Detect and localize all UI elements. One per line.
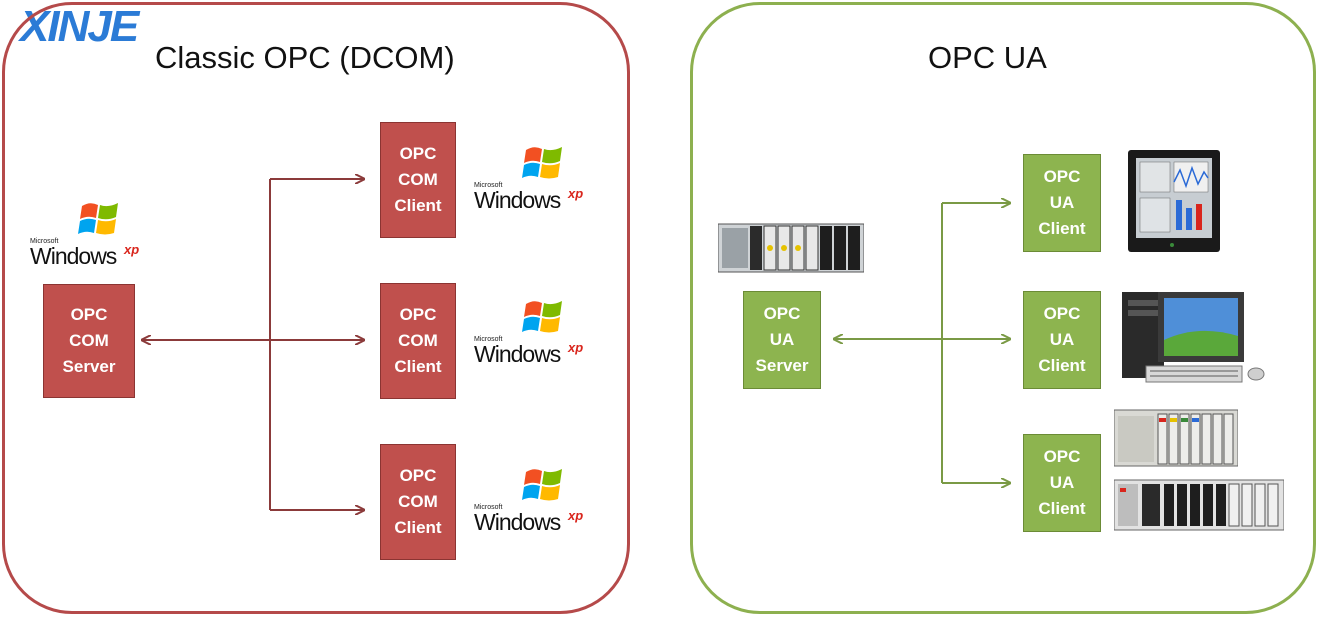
ua-server-line-3: Server [755,356,809,375]
plc-rack-icon [1114,479,1284,531]
ua-client1-line-3: Client [1038,219,1086,238]
client2-line-3: Client [394,357,442,376]
server-line-3: Server [62,357,116,376]
ua-client2-line-3: Client [1038,356,1086,375]
opc-ua-client-box-1: OPC UA Client [1023,154,1101,252]
ua-client3-line-1: OPC [1043,447,1081,466]
client3-line-1: OPC [399,466,437,485]
opc-com-client-box-2: OPC COM Client [380,283,456,399]
ua-client2-line-2: UA [1049,330,1075,349]
opc-ua-server-box: OPC UA Server [743,291,821,389]
ua-server-line-1: OPC [763,304,801,323]
client3-line-3: Client [394,518,442,537]
classic-opc-title: Classic OPC (DCOM) [155,40,455,75]
classic-arrows [142,179,364,510]
opc-com-client-box-3: OPC COM Client [380,444,456,560]
ua-client1-line-1: OPC [1043,167,1081,186]
ua-client3-line-3: Client [1038,499,1086,518]
io-module-icon [718,223,864,273]
desktop-pc-icon [1122,292,1265,383]
ua-client3-line-2: UA [1049,473,1075,492]
classic-opc-panel [2,2,630,614]
touch-panel-icon [1128,150,1220,252]
opc-com-client-box-1: OPC COM Client [380,122,456,238]
ua-client2-line-1: OPC [1043,304,1081,323]
windows-xp-logo-icon: Microsoft Windows xp [30,198,150,269]
client2-line-2: COM [398,331,438,350]
server-line-2: COM [69,331,109,350]
windows-xp-logo-icon: Microsoft Windows xp [474,142,594,213]
client1-line-1: OPC [399,144,437,163]
client2-line-1: OPC [399,305,437,324]
opc-ua-client-box-2: OPC UA Client [1023,291,1101,389]
ua-server-line-2: UA [769,330,795,349]
opc-com-server-box: OPC COM Server [43,284,135,398]
opc-ua-title: OPC UA [928,40,1047,75]
opc-ua-client-box-3: OPC UA Client [1023,434,1101,532]
ua-arrows [834,203,1010,483]
client1-line-3: Client [394,196,442,215]
client1-line-2: COM [398,170,438,189]
client3-line-2: COM [398,492,438,511]
plc-rack-icon [1114,409,1238,467]
windows-xp-logo-icon: Microsoft Windows xp [474,296,594,367]
opc-ua-panel [690,2,1316,614]
windows-xp-logo-icon: Microsoft Windows xp [474,464,594,535]
ua-client1-line-2: UA [1049,193,1075,212]
server-line-1: OPC [70,305,108,324]
